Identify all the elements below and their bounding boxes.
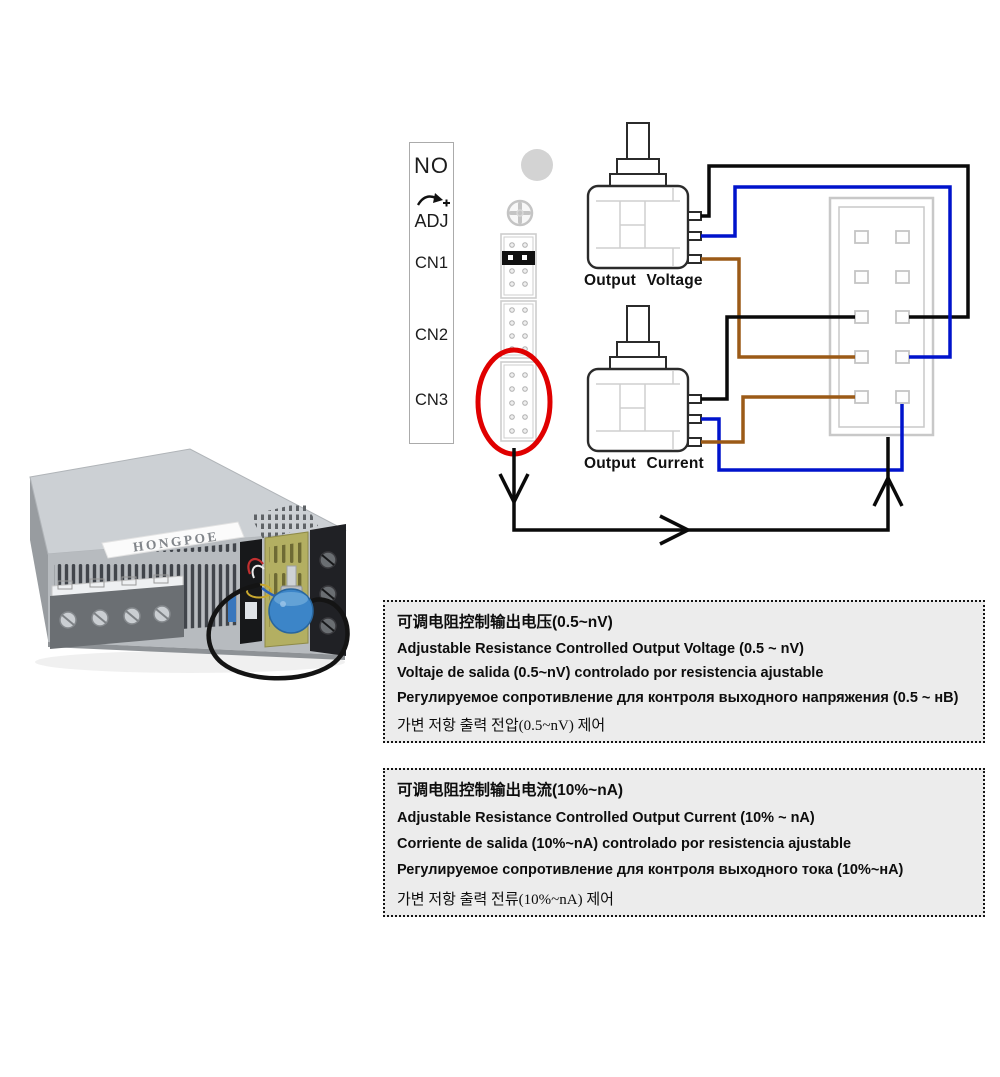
white-wire: [251, 564, 265, 579]
current-info-line-es: Corriente de salida (10%~nA) controlado …: [397, 836, 852, 852]
voltage-info-line-en: Adjustable Resistance Controlled Output …: [397, 640, 804, 657]
voltage-info-line-ru: Регулируемое сопротивление для контроля …: [397, 689, 959, 706]
voltage-info-box: 可调电阻控制输出电压(0.5~nV) Adjustable Resistance…: [383, 600, 985, 743]
voltage-info-line-zh: 可调电阻控制输出电压(0.5~nV): [397, 614, 613, 631]
control-panel-label-box: NO ADJ CN1 CN2 CN3: [409, 142, 454, 444]
wire-voltage-black: [701, 164, 970, 319]
psu-bottom-edge: [48, 642, 345, 660]
potentiometer-current: [586, 304, 703, 453]
voltage-info-line-es: Voltaje de salida (0.5~nV) controlado po…: [397, 665, 824, 681]
psu-left-face: [30, 477, 48, 640]
current-info-line-zh: 可调电阻控制输出电流(10%~nA): [397, 782, 624, 799]
label-cn3: CN3: [414, 391, 448, 409]
terminal-label-cells: [57, 574, 169, 590]
signal-flow-arrow: [498, 437, 904, 546]
jumper-cap: [502, 251, 535, 265]
pot-cable-loop: [206, 582, 350, 681]
current-info-box: 可调电阻控制输出电流(10%~nA) Adjustable Resistance…: [383, 768, 985, 917]
wire-current-brown: [701, 395, 855, 444]
current-info-line-en: Adjustable Resistance Controlled Output …: [397, 810, 815, 826]
panel-dot: [521, 149, 553, 181]
label-cn2: CN2: [414, 326, 448, 344]
label-adj: ADJ: [414, 211, 449, 231]
wire-voltage-blue: [701, 185, 952, 359]
red-wire: [247, 557, 264, 575]
external-potentiometer: [268, 565, 314, 634]
arrowhead-right: [659, 514, 692, 546]
output-voltage-label: Output Voltage: [584, 272, 703, 289]
dc-terminal-screws: [319, 551, 337, 635]
wire-current-black: [701, 315, 855, 401]
label-no: NO: [414, 153, 449, 178]
current-info-line-ko: 가변 저항 출력 전류(10%~nA) 제어: [397, 892, 614, 908]
voltage-info-line-ko: 가변 저항 출력 전압(0.5~nV) 제어: [397, 718, 606, 734]
output-current-label: Output Current: [584, 455, 704, 472]
connector-sections: [500, 233, 537, 442]
wire-current-blue: [701, 404, 904, 472]
blue-component: [228, 596, 236, 622]
arrowhead-down: [498, 473, 530, 506]
terminal-screws: [59, 605, 171, 629]
psu-photo: [29, 448, 350, 681]
current-info-line-ru: Регулируемое сопротивление для контроля …: [397, 862, 904, 878]
arrowhead-up: [872, 474, 904, 507]
potentiometer-voltage: [586, 121, 703, 270]
output-terminal-block: [50, 585, 184, 649]
header-pins: [854, 230, 910, 404]
control-panel-connector: [475, 149, 553, 457]
wires: [701, 164, 970, 472]
wire-voltage-brown: [701, 257, 855, 359]
brand-label-sticker: [101, 521, 245, 559]
screw-icon: [506, 199, 534, 227]
adjust-arrow-icon: [416, 193, 450, 207]
label-cn1: CN1: [414, 254, 448, 272]
psu-top-vents: [250, 502, 318, 539]
mid-panel-connector: [245, 602, 257, 619]
